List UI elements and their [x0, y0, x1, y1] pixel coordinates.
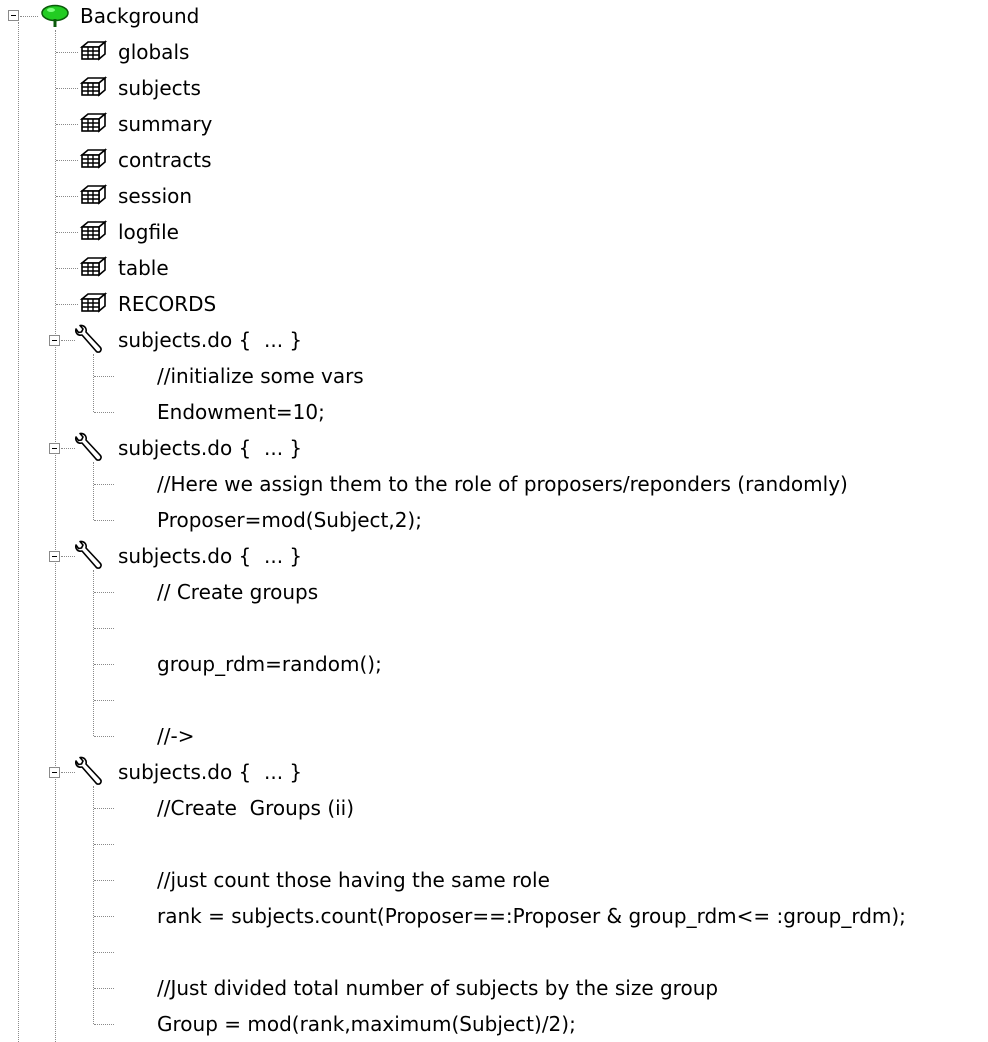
tree-guide — [94, 952, 114, 953]
tree-guide — [56, 160, 78, 161]
tree-guide — [56, 304, 78, 305]
code-line[interactable]: Endowment=10; — [157, 400, 325, 424]
tree-guide — [61, 340, 75, 341]
tree-guide — [56, 232, 78, 233]
tree-guide — [93, 354, 94, 412]
tree-guide — [61, 448, 75, 449]
code-line[interactable]: Proposer=mod(Subject,2); — [157, 508, 422, 532]
tree-guide — [94, 700, 114, 701]
code-line[interactable]: // Create groups — [157, 580, 319, 604]
tree-guide — [20, 16, 38, 17]
code-line[interactable]: //-> — [157, 724, 195, 748]
program-collapse-toggle[interactable] — [49, 551, 60, 562]
table-icon — [74, 219, 108, 247]
tree-guide — [56, 196, 78, 197]
tree-guide — [61, 556, 75, 557]
code-line[interactable]: //just count those having the same role — [157, 868, 550, 892]
tree-guide — [56, 124, 78, 125]
table-icon — [74, 39, 108, 67]
program-node-label[interactable]: subjects.do { ... } — [118, 328, 303, 352]
tree-guide — [94, 880, 114, 881]
tree-guide — [94, 484, 114, 485]
tree-guide — [94, 1024, 114, 1025]
table-node-label[interactable]: contracts — [118, 148, 212, 172]
tree-guide — [56, 52, 78, 53]
wrench-icon — [72, 324, 106, 358]
code-line[interactable]: //Here we assign them to the role of pro… — [157, 472, 848, 496]
table-icon — [74, 183, 108, 211]
tree-guide — [94, 988, 114, 989]
table-node-label[interactable]: RECORDS — [118, 292, 217, 316]
table-icon — [74, 255, 108, 283]
program-node-label[interactable]: subjects.do { ... } — [118, 436, 303, 460]
table-node-label[interactable]: session — [118, 184, 193, 208]
tree-guide — [94, 844, 114, 845]
code-line[interactable]: rank = subjects.count(Proposer==:Propose… — [157, 904, 906, 928]
code-line[interactable]: //Just divided total number of subjects … — [157, 976, 719, 1000]
tree-guide — [94, 736, 114, 737]
table-icon — [74, 75, 108, 103]
table-node-label[interactable]: globals — [118, 40, 190, 64]
tree-guide — [61, 772, 75, 773]
table-icon — [74, 111, 108, 139]
table-node-label[interactable]: table — [118, 256, 169, 280]
tree-guide — [94, 664, 114, 665]
table-node-label[interactable]: logfile — [118, 220, 179, 244]
tree-guide — [94, 376, 114, 377]
program-node-label[interactable]: subjects.do { ... } — [118, 544, 303, 568]
wrench-icon — [72, 432, 106, 466]
code-line[interactable]: group_rdm=random(); — [157, 652, 382, 676]
tree-guide — [94, 808, 114, 809]
wrench-icon — [72, 540, 106, 574]
tree-guide — [94, 592, 114, 593]
tree-guide — [55, 30, 56, 1042]
code-line[interactable]: Group = mod(rank,maximum(Subject)/2); — [157, 1012, 576, 1036]
tree-guide — [93, 462, 94, 520]
root-label[interactable]: Background — [80, 4, 200, 28]
table-node-label[interactable]: subjects — [118, 76, 201, 100]
tree-guide — [56, 268, 78, 269]
program-node-label[interactable]: subjects.do { ... } — [118, 760, 303, 784]
tree-guide — [94, 520, 114, 521]
code-line[interactable]: //Create Groups (ii) — [157, 796, 355, 820]
tree-guide — [93, 570, 94, 736]
tree-guide — [94, 412, 114, 413]
wrench-icon — [72, 756, 106, 790]
tree-guide — [94, 628, 114, 629]
table-icon — [74, 291, 108, 319]
program-collapse-toggle[interactable] — [49, 443, 60, 454]
tree-guide — [18, 22, 19, 1042]
root-collapse-toggle[interactable] — [8, 10, 19, 21]
tree-guide — [56, 88, 78, 89]
program-collapse-toggle[interactable] — [49, 335, 60, 346]
green-tree-icon — [38, 3, 72, 33]
program-collapse-toggle[interactable] — [49, 767, 60, 778]
tree-guide — [93, 786, 94, 1024]
tree-guide — [94, 916, 114, 917]
table-icon — [74, 147, 108, 175]
table-node-label[interactable]: summary — [118, 112, 213, 136]
code-line[interactable]: //initialize some vars — [157, 364, 364, 388]
